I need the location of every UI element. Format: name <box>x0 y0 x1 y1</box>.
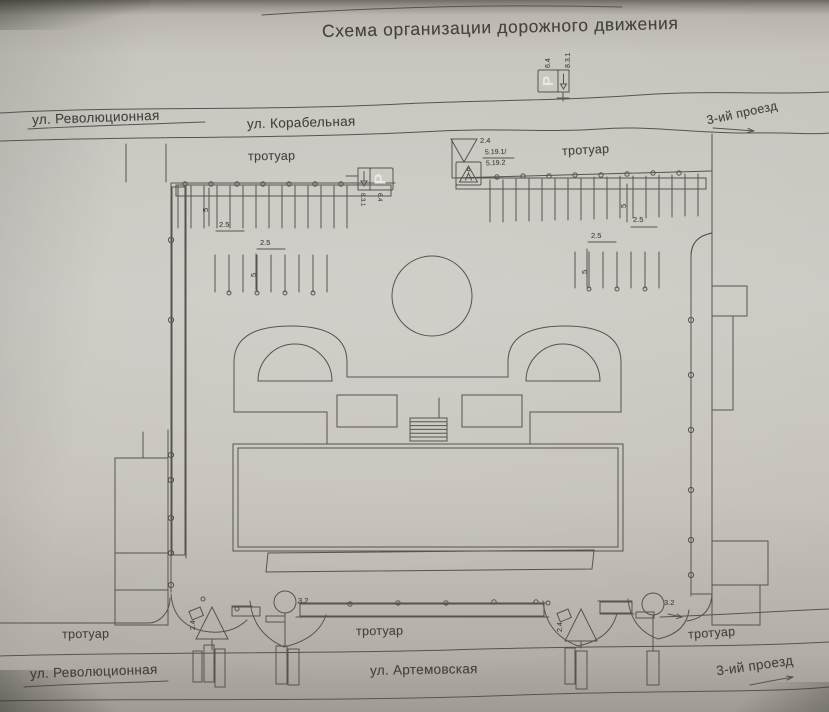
photo-edge-bottom-right <box>709 682 829 712</box>
sign-code-parking-top: 6.4 <box>545 58 552 68</box>
bottom-sidewalk-strip <box>170 593 690 648</box>
traffic-signs <box>188 69 683 690</box>
parking-letter-inner: P <box>372 173 390 185</box>
give-way-sign-top <box>450 138 478 164</box>
parking-stalls <box>177 173 699 293</box>
sign-code-plate-top: 8.3.1 <box>565 52 572 68</box>
dim-label-depth-2: 5 <box>249 272 258 277</box>
sign-code-give-way-br: 2.4 <box>557 622 564 632</box>
dim-label-depth-1: 5 <box>201 207 210 212</box>
dim-label-width-3: 2.5 <box>633 215 644 224</box>
dim-label-depth-3: 5 <box>619 203 628 208</box>
sign-code-no-entry-mid: 3.2 <box>298 596 309 605</box>
sidewalk-label-top-left: тротуар <box>247 148 296 164</box>
sidewalk-label-bottom-left: тротуар <box>61 626 110 642</box>
photo-edge-top-left <box>0 0 150 30</box>
dim-label-depth-4: 5 <box>580 269 589 274</box>
sign-code-crossing-2: 5.19.2 <box>485 159 506 168</box>
building-complex <box>114 255 769 626</box>
sign-code-no-entry-right: 3.2 <box>664 598 675 607</box>
no-entry-sign-mid <box>273 590 297 614</box>
sidewalk-label-top-right: тротуар <box>561 141 610 159</box>
street-label-top-center: ул. Корабельная <box>246 113 356 132</box>
parking-sign-inner <box>369 167 394 191</box>
parking-letter-top: P <box>539 76 557 87</box>
crossing-sign <box>455 161 482 186</box>
dim-label-width-4: 2.5 <box>591 231 602 240</box>
sign-annotation-boxes <box>192 644 660 690</box>
sign-code-give-way-top: 2.4 <box>480 136 491 145</box>
sign-code-give-way-bl: 2.4 <box>190 620 197 630</box>
photo-edge-bottom-left <box>0 670 160 712</box>
sign-code-plate-inner: 8.3.1 <box>359 193 365 207</box>
dim-label-width-2: 2.5 <box>260 238 271 247</box>
sign-code-parking-inner: 6.4 <box>376 193 382 202</box>
street-label-bottom-center: ул. Артемовская <box>369 661 478 678</box>
trees-and-posts <box>167 170 695 612</box>
give-way-sign-bottom-left <box>195 605 229 640</box>
sign-code-crossing-1: 5.19.1/ <box>484 148 507 157</box>
dim-label-width-1: 2.5 <box>219 220 230 229</box>
sidewalk-label-bottom-center: тротуар <box>355 623 404 639</box>
